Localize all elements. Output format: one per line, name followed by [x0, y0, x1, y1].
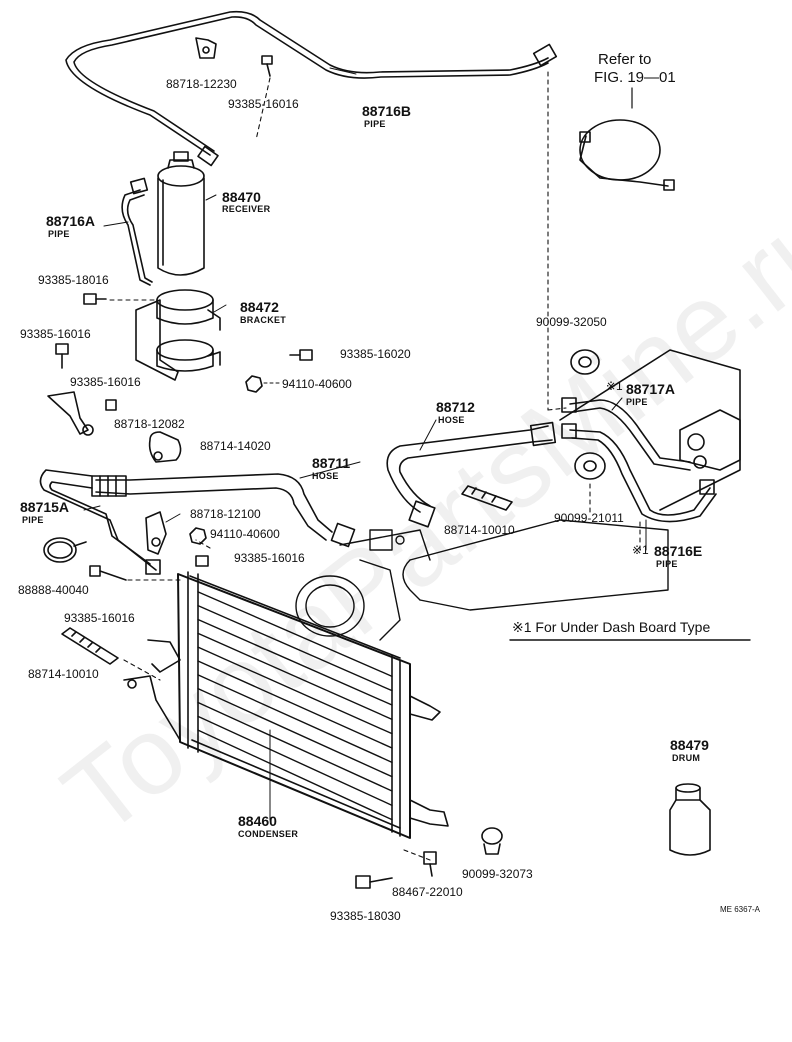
- condenser-fin-line: [197, 646, 393, 735]
- condenser-fin-line: [197, 591, 393, 678]
- grommet-88714-14020: [148, 431, 182, 463]
- label-93385-18016: 93385-18016: [38, 273, 109, 287]
- label-93385-16016-e: 93385-16016: [64, 611, 135, 625]
- pipe-88716e: [561, 423, 717, 523]
- label-88470: 88470: [222, 189, 261, 205]
- bolt-93385-18030: [355, 875, 393, 889]
- label-88716b-name: PIPE: [364, 119, 386, 129]
- label-88717a: 88717A: [626, 381, 676, 397]
- condenser-fin-line: [197, 715, 393, 807]
- drawing-code: ME 6367-A: [720, 905, 761, 914]
- label-93385-16016-d: 93385-16016: [234, 551, 305, 565]
- hose-88711: [91, 473, 356, 548]
- label-88714-10010-b: 88714-10010: [28, 667, 99, 681]
- label-88716a: 88716A: [46, 213, 96, 229]
- label-88472-name: BRACKET: [240, 315, 287, 325]
- grommet-90099-21011: [574, 452, 606, 480]
- label-88717a-name: PIPE: [626, 397, 648, 407]
- label-88715a: 88715A: [20, 499, 70, 515]
- grommet-90099-32050: [570, 349, 600, 375]
- label-88718-12082: 88718-12082: [114, 417, 185, 431]
- label-88714-14020: 88714-14020: [200, 439, 271, 453]
- condenser-fin-line: [197, 604, 393, 692]
- condenser-fin-line: [197, 701, 393, 792]
- label-88716e: 88716E: [654, 543, 703, 559]
- label-88716e-name: PIPE: [656, 559, 678, 569]
- ref-line1: Refer to: [598, 51, 652, 68]
- label-88479-name: DRUM: [672, 753, 701, 763]
- label-90099-32073: 90099-32073: [462, 867, 533, 881]
- bracket-88472: [135, 289, 221, 381]
- bolt-93385-16016-b: [55, 343, 69, 369]
- pipe-88716b: [65, 10, 558, 167]
- label-93385-16016-c: 93385-16016: [70, 375, 141, 389]
- label-88470-name: RECEIVER: [222, 204, 271, 214]
- label-leaders: [83, 67, 647, 821]
- label-94110-40600-a: 94110-40600: [282, 377, 352, 391]
- label-88712: 88712: [436, 399, 475, 415]
- grommet-90099-32073: [481, 827, 503, 855]
- star-mark-2: ※1: [632, 543, 649, 557]
- insulator-88714-10010-left: [61, 627, 119, 665]
- condenser-fin-line: [197, 687, 393, 778]
- label-90099-21011: 90099-21011: [554, 511, 624, 525]
- label-94110-40600-b: 94110-40600: [210, 527, 280, 541]
- bolt-93385-16016-e: [89, 565, 127, 581]
- insulator-88714-10010-center: [461, 485, 513, 511]
- condenser-fin-line: [197, 660, 393, 749]
- condenser-fin-line: [197, 729, 393, 821]
- clamp-88718-12230: [195, 37, 217, 59]
- label-90099-32050: 90099-32050: [536, 315, 607, 329]
- pipe-88715a: [39, 469, 161, 575]
- label-88479: 88479: [670, 737, 709, 753]
- label-93385-18030: 93385-18030: [330, 909, 401, 923]
- band-88888-40040: [43, 537, 87, 563]
- label-88718-12230: 88718-12230: [166, 77, 237, 91]
- label-88712-name: HOSE: [438, 415, 465, 425]
- nut-94110-40600-a: [245, 375, 263, 393]
- label-88711-name: HOSE: [312, 471, 339, 481]
- ref-line2: FIG. 19—01: [594, 69, 676, 86]
- hose-88712: [386, 421, 557, 528]
- dashed-leaders: [123, 71, 641, 861]
- pipe-88716a: [121, 177, 153, 286]
- label-88716b: 88716B: [362, 103, 412, 119]
- bolt-93385-16020: [289, 349, 313, 361]
- clamp-88718-12100: [145, 511, 167, 555]
- bolt-93385-16016-top: [261, 55, 273, 77]
- bolt-88467-22010: [423, 851, 437, 877]
- label-88715a-name: PIPE: [22, 515, 44, 525]
- label-88714-10010-a: 88714-10010: [444, 523, 515, 537]
- label-88888-40040: 88888-40040: [18, 583, 89, 597]
- label-88460: 88460: [238, 813, 277, 829]
- clamp-88718-12082: [47, 391, 117, 436]
- label-88716a-name: PIPE: [48, 229, 70, 239]
- drum-88479: [669, 783, 711, 856]
- compressor-engine: [295, 519, 669, 641]
- label-88472: 88472: [240, 299, 279, 315]
- star-mark-1: ※1: [606, 379, 623, 393]
- condenser-fin-line: [197, 674, 393, 764]
- condenser-fin-line: [197, 618, 393, 706]
- ref-fig-19-01-part: [579, 119, 675, 191]
- nut-94110-40600-b: [189, 527, 207, 545]
- label-88460-name: CONDENSER: [238, 829, 299, 839]
- condenser-fins: [197, 591, 393, 821]
- label-93385-16016-b: 93385-16016: [20, 327, 91, 341]
- label-93385-16016-a: 93385-16016: [228, 97, 299, 111]
- bolt-93385-16016-d: [195, 555, 209, 567]
- bolt-93385-18016: [83, 293, 107, 305]
- receiver-88470: [157, 151, 205, 276]
- condenser-brackets: [123, 639, 449, 827]
- label-88467-22010: 88467-22010: [392, 885, 463, 899]
- pipe-88717a: [561, 397, 691, 471]
- label-88718-12100: 88718-12100: [190, 507, 261, 521]
- condenser-88460: [177, 571, 411, 839]
- label-88711: 88711: [312, 455, 351, 471]
- note-under-dash: ※1 For Under Dash Board Type: [512, 619, 711, 635]
- condenser-fin-line: [197, 632, 393, 721]
- label-93385-16020: 93385-16020: [340, 347, 411, 361]
